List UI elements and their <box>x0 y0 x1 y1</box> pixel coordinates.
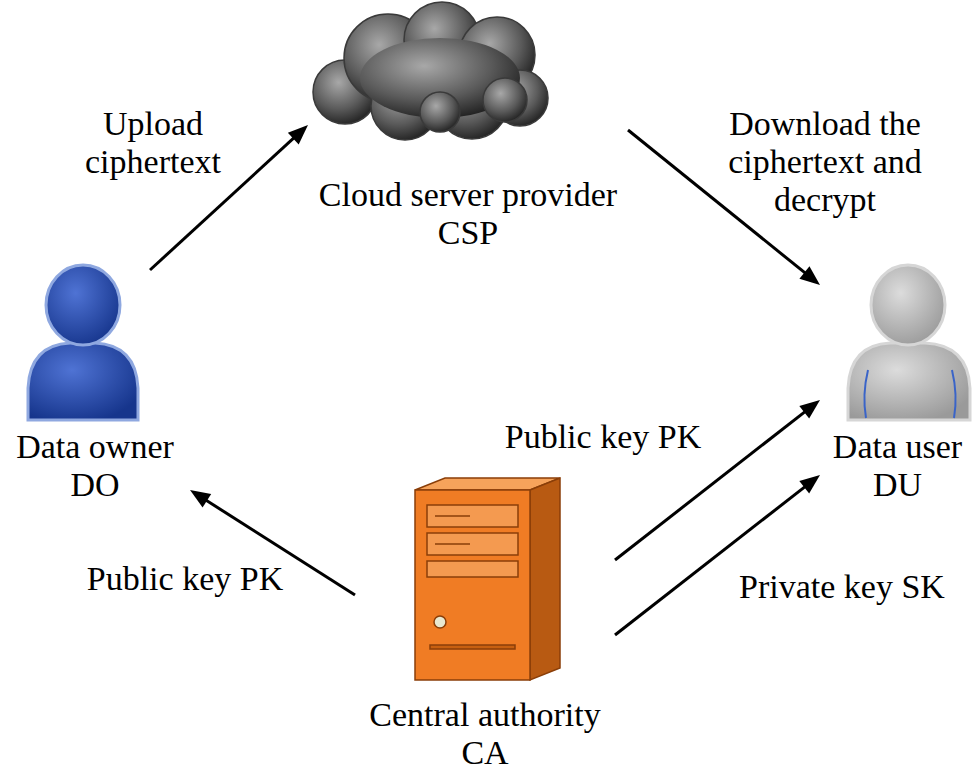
arrow-head <box>190 490 211 507</box>
node-label: Cloud server provider CSP <box>308 176 628 252</box>
arrow-head <box>799 266 820 285</box>
node-label: Central authority CA <box>355 696 615 772</box>
data-user-node: Data user DU <box>820 265 975 508</box>
arrow-head <box>288 125 308 144</box>
edge-label: Upload ciphertext <box>78 105 228 181</box>
data-user-icon <box>848 265 970 420</box>
edge-label: Public key PK <box>488 418 718 456</box>
server-icon <box>415 478 560 680</box>
arrow-head <box>799 400 820 419</box>
authority-node: Central authority CA <box>355 478 615 776</box>
edge-label: Download the ciphertext and decrypt <box>715 105 935 219</box>
data-owner-node: Data owner DO <box>0 270 190 508</box>
arrow-connector <box>615 475 820 635</box>
edge-label: Public key PK <box>85 560 285 598</box>
node-label: Data user DU <box>820 428 975 504</box>
node-label: Data owner DO <box>0 428 190 504</box>
cloud-icon <box>313 2 548 140</box>
data-owner-icon <box>28 265 138 420</box>
edge-label: Private key SK <box>722 568 962 606</box>
arrow-head <box>799 475 820 494</box>
cloud-server-node: Cloud server provider CSP <box>308 0 628 256</box>
arrow-line <box>615 484 809 635</box>
